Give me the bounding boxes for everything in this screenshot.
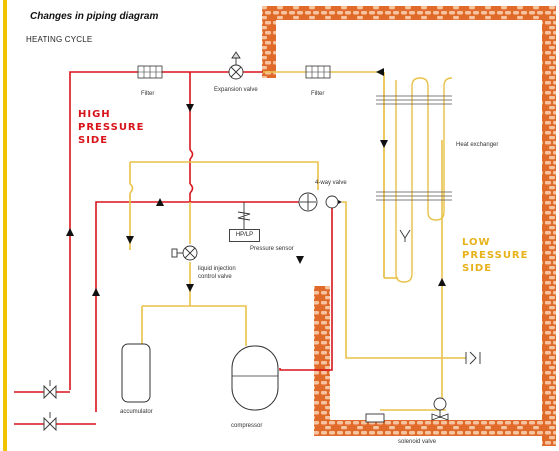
cycle-subtitle: HEATING CYCLE bbox=[26, 35, 93, 44]
liquid-injection-label-line2: control valve bbox=[198, 274, 232, 280]
pressure-sensor-symbol bbox=[237, 202, 251, 229]
left-edge-bar bbox=[3, 0, 7, 451]
four-way-valve-label: 4-way valve bbox=[315, 180, 347, 186]
heat-exchanger-label: Heat exchanger bbox=[456, 142, 499, 148]
filter-right bbox=[305, 65, 331, 79]
pressure-sensor-box: HP/LP bbox=[229, 229, 260, 242]
hp-label-line: SIDE bbox=[78, 135, 109, 146]
compressor-symbol bbox=[231, 345, 279, 411]
high-pressure-side-label: HIGH PRESSURE SIDE bbox=[78, 108, 144, 147]
compressor-label: compressor bbox=[231, 423, 263, 429]
heat-exchanger-coil bbox=[376, 77, 453, 283]
hp-label-line: HIGH bbox=[78, 109, 111, 120]
check-valve-symbol bbox=[465, 351, 481, 365]
flow-arrows bbox=[66, 68, 446, 296]
accumulator-symbol bbox=[121, 343, 151, 403]
expansion-valve-symbol bbox=[228, 51, 244, 80]
filter-left-label: Filter bbox=[141, 91, 155, 97]
high-pressure-piping bbox=[69, 71, 333, 412]
solenoid-valve-symbol bbox=[365, 397, 449, 423]
service-valves bbox=[14, 380, 96, 432]
filter-left bbox=[137, 65, 163, 79]
lp-label-line: LOW bbox=[462, 237, 491, 248]
filter-right-label: Filter bbox=[311, 91, 325, 97]
pipe-crossovers bbox=[189, 149, 194, 202]
lp-label-line: PRESSURE bbox=[462, 250, 529, 261]
pressure-sensor-label: Pressure sensor bbox=[250, 246, 294, 252]
low-pressure-side-label: LOW PRESSURE SIDE bbox=[462, 236, 528, 275]
liquid-injection-valve-symbol bbox=[171, 245, 198, 261]
four-way-valve-symbol bbox=[298, 192, 339, 212]
diagram-title: Changes in piping diagram bbox=[30, 11, 159, 22]
expansion-valve-label: Expansion valve bbox=[214, 87, 258, 93]
hp-label-line: PRESSURE bbox=[78, 122, 145, 133]
solenoid-valve-label: solenoid valve bbox=[398, 439, 437, 445]
accumulator-label: accumulator bbox=[120, 409, 153, 415]
liquid-injection-label-line1: liquid injection bbox=[198, 266, 236, 272]
lp-label-line: SIDE bbox=[462, 263, 493, 274]
hx-check-valve-symbol bbox=[399, 229, 411, 242]
brick-wall bbox=[262, 6, 556, 446]
low-pressure-piping bbox=[129, 71, 466, 411]
